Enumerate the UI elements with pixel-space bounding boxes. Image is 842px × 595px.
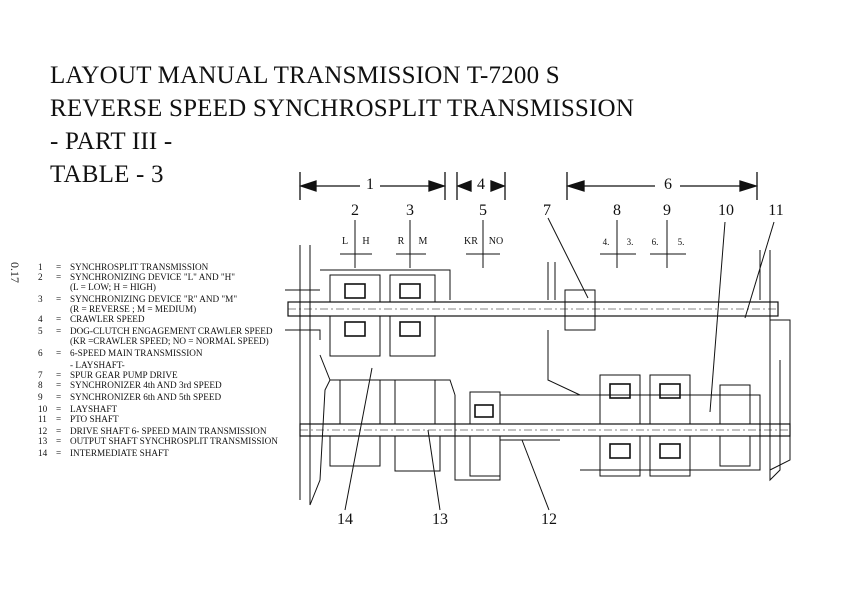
legend-number: 14 <box>38 448 48 458</box>
legend-equals: = <box>56 436 62 446</box>
legend-text: (KR =CRAWLER SPEED; NO = NORMAL SPEED) <box>70 336 269 346</box>
shift-label-h: H <box>362 236 370 247</box>
legend-number: 9 <box>38 392 43 402</box>
leader-lines <box>344 217 775 511</box>
legend-text: INTERMEDIATE SHAFT <box>70 448 169 458</box>
legend-number: 2 <box>38 272 43 282</box>
shift-label-m: M <box>418 236 428 247</box>
legend-equals: = <box>56 426 62 436</box>
legend-number: 11 <box>38 414 47 424</box>
main-shaft <box>287 301 779 317</box>
legend-number: 8 <box>38 380 43 390</box>
shift-label-l: L <box>341 236 349 247</box>
shift-label-r: R <box>397 236 405 247</box>
legend-equals: = <box>56 370 62 380</box>
legend-text: SYNCHRONIZER 4th AND 3rd SPEED <box>70 380 222 390</box>
callout-12: 12 <box>541 511 557 528</box>
legend-number: 4 <box>38 314 43 324</box>
legend-text: DOG-CLUTCH ENGAGEMENT CRAWLER SPEED <box>70 326 273 336</box>
title-line-2: REVERSE SPEED SYNCHROSPLIT TRANSMISSION <box>50 95 635 122</box>
legend-equals: = <box>56 448 62 458</box>
legend-text: (R = REVERSE ; M = MEDIUM) <box>70 304 197 314</box>
title-line-1: LAYOUT MANUAL TRANSMISSION T-7200 S <box>50 62 560 89</box>
callout-8: 8 <box>613 202 621 219</box>
shift-label-no: NO <box>488 236 504 247</box>
shift-label-4th: 4. <box>602 237 610 247</box>
lower-shaft <box>299 423 791 437</box>
legend-number: 10 <box>38 404 48 414</box>
dimension-label-6: 6 <box>664 176 672 193</box>
legend-text: 6-SPEED MAIN TRANSMISSION <box>70 348 203 358</box>
callout-7: 7 <box>543 202 551 219</box>
legend-number: 12 <box>38 426 48 436</box>
shift-label-5th: 5. <box>677 237 685 247</box>
callout-10: 10 <box>718 202 734 219</box>
callout-11: 11 <box>768 202 784 219</box>
legend-number: 6 <box>38 348 43 358</box>
legend-number: 13 <box>38 436 48 446</box>
legend-equals: = <box>56 326 62 336</box>
legend-equals: = <box>56 404 62 414</box>
legend-equals: = <box>56 314 62 324</box>
callout-9: 9 <box>663 202 671 219</box>
legend-text: - LAYSHAFT- <box>70 360 125 370</box>
legend-text: (L = LOW; H = HIGH) <box>70 282 156 292</box>
legend-equals: = <box>56 392 62 402</box>
legend-number: 5 <box>38 326 43 336</box>
legend-text: SYNCHRONIZING DEVICE "R" AND "M" <box>70 294 238 304</box>
legend-equals: = <box>56 348 62 358</box>
legend-number: 3 <box>38 294 43 304</box>
legend-equals: = <box>56 294 62 304</box>
legend-number: 7 <box>38 370 43 380</box>
legend-text: LAYSHAFT <box>70 404 118 414</box>
shift-label-kr: KR <box>464 236 478 247</box>
callout-14: 14 <box>337 511 353 528</box>
legend-text: SPUR GEAR PUMP DRIVE <box>70 370 178 380</box>
legend-text: CRAWLER SPEED <box>70 314 145 324</box>
legend-equals: = <box>56 262 62 272</box>
gears <box>329 274 751 477</box>
title-line-3: - PART III - <box>50 128 173 155</box>
legend-text: OUTPUT SHAFT SYNCHROSPLIT TRANSMISSION <box>70 436 278 446</box>
shift-label-6th: 6. <box>651 237 659 247</box>
shift-label-3rd: 3. <box>626 237 634 247</box>
callout-5: 5 <box>479 202 487 219</box>
legend-equals: = <box>56 272 62 282</box>
dimension-label-1: 1 <box>366 176 374 193</box>
legend-equals: = <box>56 380 62 390</box>
legend-number: 1 <box>38 262 43 272</box>
title-line-4: TABLE - 3 <box>50 161 164 188</box>
legend-text: DRIVE SHAFT 6- SPEED MAIN TRANSMISSION <box>70 426 267 436</box>
legend-text: SYNCHROSPLIT TRANSMISSION <box>70 262 209 272</box>
callout-3: 3 <box>406 202 414 219</box>
callout-13: 13 <box>432 511 448 528</box>
callout-2: 2 <box>351 202 359 219</box>
legend-text: SYNCHRONIZER 6th AND 5th SPEED <box>70 392 222 402</box>
legend-equals: = <box>56 414 62 424</box>
dimension-label-4: 4 <box>477 176 485 193</box>
dimension-lines <box>298 172 759 200</box>
legend-text: SYNCHRONIZING DEVICE "L" AND "H" <box>70 272 236 282</box>
legend-text: PTO SHAFT <box>70 414 119 424</box>
